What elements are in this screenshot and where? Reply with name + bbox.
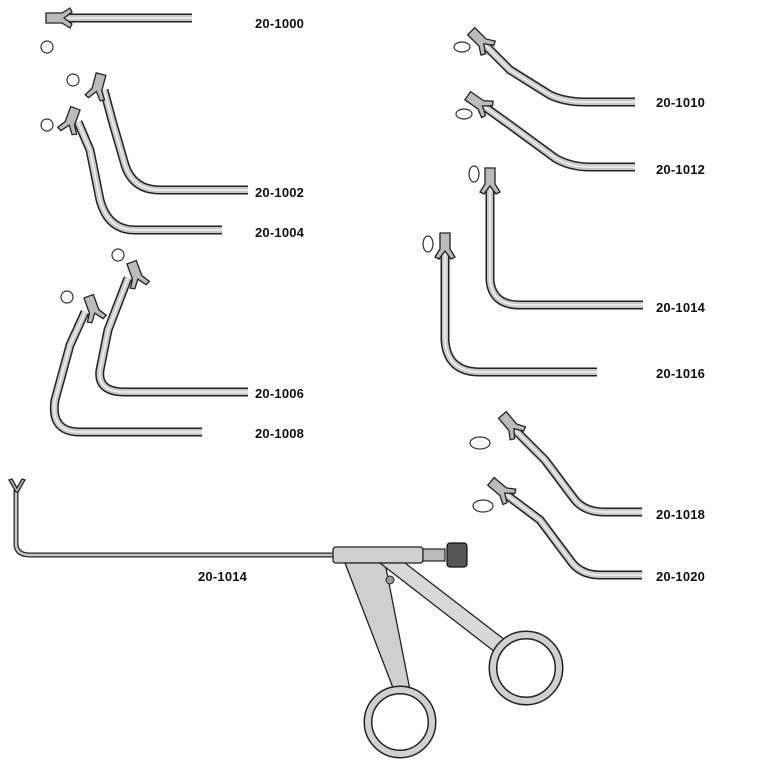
jaw-section-outline	[422, 235, 434, 253]
shaft	[476, 36, 635, 107]
jaw-tip	[434, 232, 456, 260]
jaw-tip	[56, 105, 81, 136]
shaft	[99, 88, 248, 195]
jaw-tip	[486, 476, 517, 506]
shaft	[477, 101, 635, 168]
jaw-section-outline	[469, 436, 491, 450]
shaft	[77, 121, 222, 231]
jaw-tip	[126, 259, 151, 290]
label-20-1002: 20-1002	[255, 185, 305, 200]
jaw-section-outline	[468, 165, 480, 183]
instrument-20-1018	[469, 410, 642, 517]
label-20-1004: 20-1004	[255, 225, 305, 240]
shaft	[479, 39, 635, 103]
shaft	[485, 180, 643, 310]
shaft	[499, 489, 642, 576]
instrument-20-1020	[472, 476, 642, 580]
jaw-tip	[463, 90, 494, 119]
shaft	[53, 311, 202, 433]
jaw-tip	[466, 26, 497, 57]
shaft	[73, 120, 222, 235]
shaft	[509, 424, 642, 513]
instrument-20-1014	[468, 165, 643, 310]
instrument-20-1010	[453, 26, 635, 107]
jaw-section-outline	[472, 499, 494, 513]
shaft	[507, 422, 642, 515]
handle-barrel	[332, 546, 424, 564]
shaft	[103, 89, 248, 191]
instrument-20-1006	[95, 248, 248, 397]
handle-instrument	[8, 478, 564, 759]
label-20-1006: 20-1006	[255, 386, 305, 401]
jaw-section-outline	[111, 248, 125, 262]
shaft	[477, 37, 635, 105]
label-20-1000: 20-1000	[255, 16, 305, 31]
instrument-20-1002	[66, 72, 248, 195]
instrument-20-1000	[40, 7, 192, 54]
jaw-section-outline	[40, 40, 54, 54]
jaw-section-outline	[66, 73, 80, 87]
shaft	[489, 180, 643, 306]
instrument-20-1008	[49, 290, 202, 437]
label-20-1012: 20-1012	[656, 162, 706, 177]
jaw-tip	[479, 167, 501, 195]
label-20-1016: 20-1016	[656, 366, 706, 381]
shaft	[98, 277, 248, 393]
instrument-20-1016	[422, 232, 597, 377]
shaft	[476, 99, 635, 170]
jaw-tip	[84, 72, 107, 102]
jaw-tip	[8, 478, 26, 493]
label-20-1010: 20-1010	[656, 95, 706, 110]
instrument-20-1004	[40, 105, 222, 235]
jaw-tip	[45, 7, 73, 29]
label-20-1018: 20-1018	[656, 507, 706, 522]
jaw-section-outline	[453, 41, 471, 53]
instrument-20-1012	[455, 90, 635, 172]
label-20-1020: 20-1020	[656, 569, 706, 584]
rotation-knob	[446, 542, 468, 568]
jaw-section-outline	[60, 290, 74, 304]
jaw-section-outline	[455, 108, 473, 120]
handle-arm-front	[344, 562, 411, 694]
shaft	[444, 245, 597, 373]
jaw-tip	[497, 410, 527, 441]
jaw-section-outline	[40, 118, 54, 132]
label-20-1014: 20-1014	[656, 300, 706, 315]
label-20-1014-handle: 20-1014	[198, 569, 248, 584]
shaft	[487, 180, 643, 308]
label-20-1008: 20-1008	[255, 426, 305, 441]
jaw-tip	[83, 293, 108, 324]
